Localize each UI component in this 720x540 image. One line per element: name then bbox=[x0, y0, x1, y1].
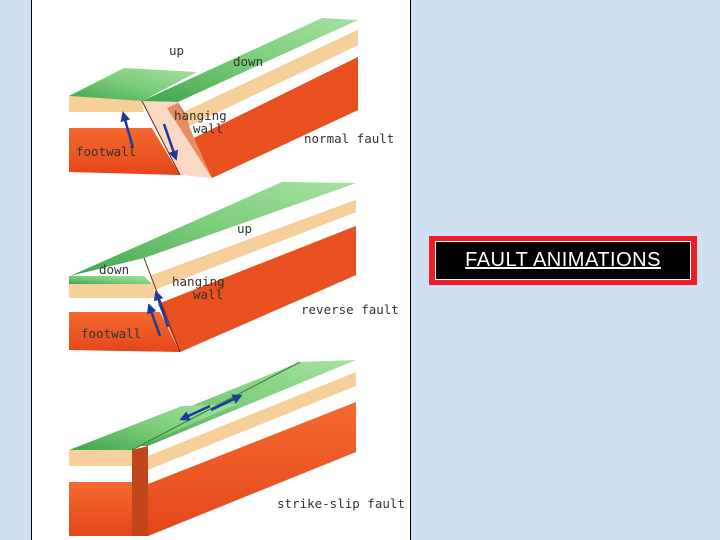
strike-slip-caption: strike-slip fault bbox=[277, 496, 405, 511]
label-hanging: hanging bbox=[174, 108, 227, 123]
right-slip-arrow bbox=[210, 394, 243, 412]
reverse-fault-block: up down hanging wall footwall reverse fa… bbox=[69, 182, 399, 353]
left-slip-arrow bbox=[179, 404, 211, 421]
right-block-side bbox=[148, 402, 356, 536]
fault-diagram-panel: up down hanging wall footwall normal fau… bbox=[31, 0, 411, 540]
footwall-side bbox=[69, 128, 180, 175]
footwall-side bbox=[69, 312, 180, 352]
label-footwall: footwall bbox=[81, 326, 141, 341]
label-up: up bbox=[169, 43, 184, 58]
label-down: down bbox=[99, 262, 129, 277]
fault-animations-button[interactable]: FAULT ANIMATIONS bbox=[429, 236, 697, 285]
label-up: up bbox=[237, 221, 252, 236]
left-block-top bbox=[69, 404, 237, 450]
hanging-wall-top bbox=[142, 18, 358, 102]
fault-diagrams: up down hanging wall footwall normal fau… bbox=[69, 18, 405, 536]
label-hanging: hanging bbox=[172, 274, 225, 289]
fault-animations-link[interactable]: FAULT ANIMATIONS bbox=[465, 249, 661, 271]
left-block-side bbox=[69, 482, 132, 536]
label-down: down bbox=[233, 54, 263, 69]
strike-slip-fault-block: strike-slip fault bbox=[69, 360, 405, 536]
label-footwall: footwall bbox=[76, 144, 136, 159]
normal-fault-block: up down hanging wall footwall normal fau… bbox=[69, 18, 394, 178]
fault-animations-button-inner[interactable]: FAULT ANIMATIONS bbox=[435, 241, 691, 280]
down-arrow bbox=[162, 123, 179, 161]
normal-fault-caption: normal fault bbox=[304, 131, 394, 146]
hanging-wall-side bbox=[158, 226, 356, 352]
footwall-top bbox=[69, 276, 152, 284]
label-wall: wall bbox=[193, 287, 223, 302]
down-arrow bbox=[146, 303, 162, 337]
up-arrow bbox=[120, 111, 135, 149]
hanging-wall-top bbox=[70, 182, 356, 276]
reverse-fault-caption: reverse fault bbox=[301, 302, 399, 317]
label-wall: wall bbox=[193, 121, 223, 136]
footwall-top bbox=[69, 68, 197, 101]
up-arrow bbox=[153, 290, 170, 328]
